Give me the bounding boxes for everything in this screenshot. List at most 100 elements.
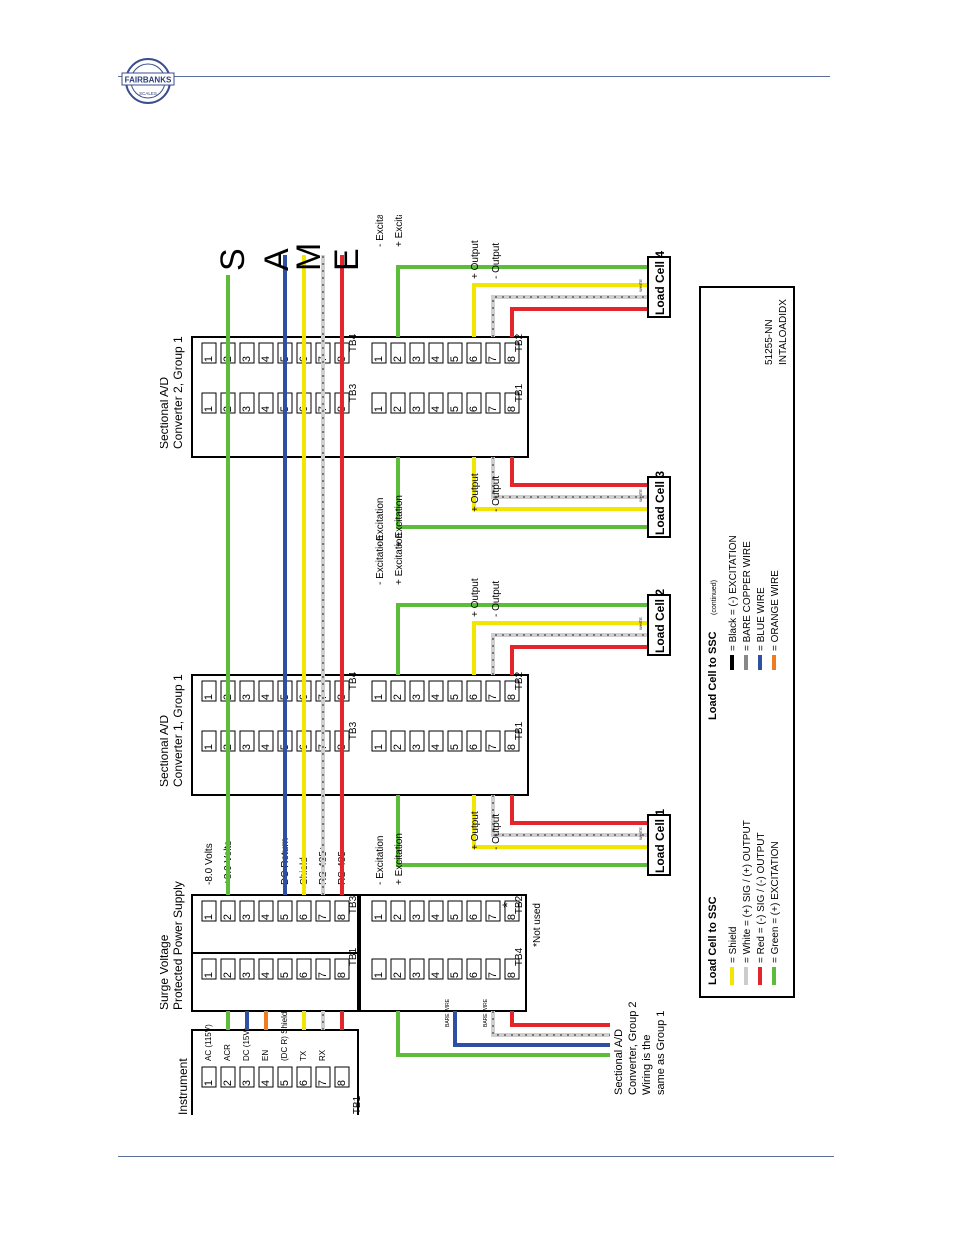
converter2-tb1-num-8: 8 [506, 406, 518, 412]
load-cell-2-minus-exc-label: - Excitation [375, 536, 386, 585]
converter1-tb1-num-1: 1 [373, 744, 385, 750]
converter1-tb3-box-4 [258, 730, 274, 752]
ps-tb1-num-8: 8 [336, 972, 348, 978]
converter1-title-1: Sectional A/D [160, 715, 171, 787]
converter2-tb2-box-3 [409, 342, 425, 364]
ps-tb2-box-1 [371, 900, 387, 922]
ps-tb4-num-5: 5 [449, 972, 461, 978]
ps-tb2-label: TB2 [514, 895, 525, 914]
legend-right-item-1: = Black = (-) EXCITATION [728, 535, 739, 651]
converter1-tb2-box-3 [409, 680, 425, 702]
instrument-pin-label-1: AC (115V) [204, 1024, 213, 1061]
converter1-tb2-box-6 [466, 680, 482, 702]
converter2-tb3-num-1: 1 [203, 406, 215, 412]
ps-tb4-num-2: 2 [392, 972, 404, 978]
converter1-tb4-label: TB4 [348, 671, 359, 690]
ps-tb4-num-3: 3 [411, 972, 423, 978]
ps-tb2-box-3 [409, 900, 425, 922]
legend-right-item-3: = BLUE WIRE [756, 587, 767, 651]
fairbanks-logo: FAIRBANKS SCALES [121, 58, 175, 104]
converter1-tb2-num-2: 2 [392, 694, 404, 700]
instrument-pin-box-5 [277, 1066, 293, 1088]
header-rule [118, 76, 830, 77]
load-cell-1-plus-out-base [491, 795, 648, 837]
ps-tb2-box-2 [390, 900, 406, 922]
ps-tb1-label: TB1 [348, 947, 359, 966]
converter1-tb1-box-2 [390, 730, 406, 752]
instrument-pin-label-3: DC (15V) [242, 1027, 251, 1061]
instrument-pin-label-2: ACR [223, 1044, 232, 1061]
instrument-pin-box-4 [258, 1066, 274, 1088]
converter2-tb1-box-6 [466, 392, 482, 414]
ps-tb4-box-4 [428, 958, 444, 980]
converter2-tb1-box-5 [447, 392, 463, 414]
logo-text: FAIRBANKS [125, 76, 172, 85]
ps-star: * [499, 902, 515, 908]
instrument-pin-label-5: (DC R) Shield [280, 1012, 289, 1061]
converter1-tb1-box-7 [485, 730, 501, 752]
converter2-tb2-label: TB2 [514, 333, 525, 352]
load-cell-4-minus-out [510, 307, 648, 337]
instrument-pin-label-6: TX [299, 1050, 308, 1061]
ps-tb4-box-8 [504, 958, 520, 980]
ps-tb1-num-5: 5 [279, 972, 291, 978]
ps-tb1-box-1 [201, 958, 217, 980]
ps-tb3-num-4: 4 [260, 914, 272, 920]
converter1-tb1-num-5: 5 [449, 744, 461, 750]
group2-green [396, 1011, 610, 1057]
instrument-pin-num-5: 5 [279, 1080, 291, 1086]
ps-tb2-num-2: 2 [392, 914, 404, 920]
same-letter-e: E [328, 248, 366, 271]
converter2-tb3-label: TB3 [348, 383, 359, 402]
converter2-tb1-box-4 [428, 392, 444, 414]
converter1-tb2-box-5 [447, 680, 463, 702]
load-cell-4-plus-exc-label: + Excitation [394, 215, 405, 247]
instrument-pin-num-7: 7 [317, 1080, 329, 1086]
ps-tb4-box-3 [409, 958, 425, 980]
ps-tb1-box-6 [296, 958, 312, 980]
load-cell-2-minus-out-label: - Output [491, 581, 502, 617]
load-cell-1-white-label: WHITE [638, 827, 643, 840]
power-supply-title-1: Surge Voltage [160, 934, 171, 1010]
ps-tb4-box-7 [485, 958, 501, 980]
group2-line-1: Sectional A/D [613, 1029, 625, 1095]
converter1-tb1-num-2: 2 [392, 744, 404, 750]
converter1-tb1-num-6: 6 [468, 744, 480, 750]
ps-tb1-box-3 [239, 958, 255, 980]
logo-sub: SCALES [139, 91, 157, 96]
load-cell-4-minus-out-label: - Output [491, 243, 502, 279]
legend-title-cont: Load Cell to SSC [707, 631, 719, 720]
power-supply-lower-block [359, 894, 527, 1012]
ps-tb3-box-5 [277, 900, 293, 922]
converter2-tb2-box-4 [428, 342, 444, 364]
load-cell-2-label: Load Cell 2 [653, 589, 667, 653]
ps-tb4-num-6: 6 [468, 972, 480, 978]
group2-line-3: Wiring is the [641, 1034, 653, 1095]
ps-tb2-box-8 [504, 900, 520, 922]
converter1-tb4-box-1 [201, 680, 217, 702]
converter2-block [191, 336, 529, 458]
ps-tb1-box-2 [220, 958, 236, 980]
load-cell-4-label: Load Cell 4 [653, 251, 667, 315]
converter2-tb1-num-4: 4 [430, 406, 442, 412]
converter1-tb2-num-6: 6 [468, 694, 480, 700]
ps-tb3-box-2 [220, 900, 236, 922]
ps-tb3-box-8 [334, 900, 350, 922]
load-cell-3-plus-exc [396, 457, 648, 529]
converter2-tb1-num-3: 3 [411, 406, 423, 412]
load-cell-1-box [647, 814, 671, 876]
converter1-tb4-num-3: 3 [241, 694, 253, 700]
ps-output-label-1: -8.0 Volts [204, 843, 215, 885]
load-cell-1-plus-exc [396, 795, 648, 867]
load-cell-2-plus-exc-label: + Excitation [394, 533, 405, 585]
load-cell-1-plus-out-label: + Output [470, 811, 481, 850]
load-cell-1-minus-out-label: - Output [491, 814, 502, 850]
converter1-tb4-box-3 [239, 680, 255, 702]
ps-tb4-num-8: 8 [506, 972, 518, 978]
ps-tb2-box-7 [485, 900, 501, 922]
converter1-tb1-box-4 [428, 730, 444, 752]
instrument-pin-num-6: 6 [298, 1080, 310, 1086]
instrument-pin-box-7 [315, 1066, 331, 1088]
ps-tb2-num-4: 4 [430, 914, 442, 920]
